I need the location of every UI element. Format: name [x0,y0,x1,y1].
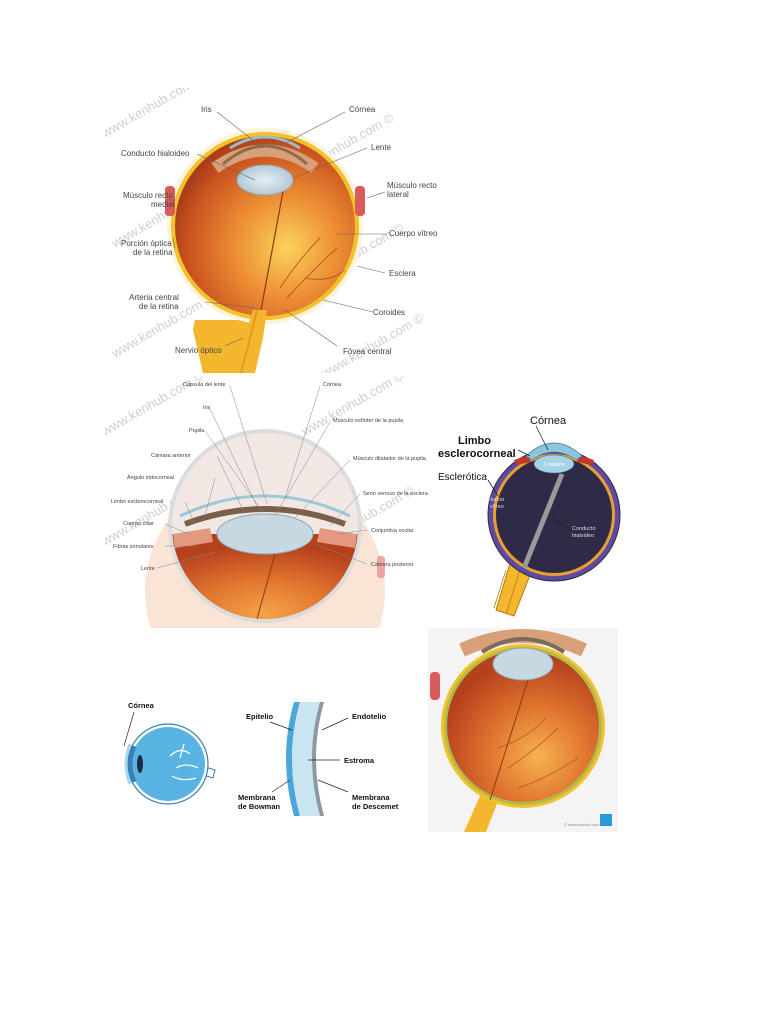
label-humor: Humor [488,497,505,503]
leader-lines [167,111,387,347]
cornea-arc [286,702,324,816]
label-iris: Iris [201,105,212,114]
label-coroides: Coroides [373,308,405,317]
label-estroma: Estroma [344,756,375,765]
label-musculo-recto-medial: Músculo recto [123,191,173,200]
label-esclera: Esclera [389,269,416,278]
label-musculo-recto-lateral: Músculo recto [387,181,437,190]
label-musculo-recto-medial-2: medial [151,200,175,209]
label-lente: Lente [141,566,155,572]
label-conjuntiva-ocular: Conjuntiva ocular [371,528,414,534]
eyeball [165,128,365,373]
label-angulo-iridocorneal: Ángulo iridocorneal [127,474,174,481]
label-porcion-optica: Porción óptica [121,239,172,248]
label-conducto-hialoideo: Conducto hialoideo [121,149,190,158]
leader-lines [487,425,573,531]
label-cornea: Córnea [323,382,342,388]
labels: Iris Córnea Conducto hialoideo Lente Mús… [121,105,438,356]
svg-text:www.kenhub.com ©: www.kenhub.com © [105,88,207,141]
label-seno-venoso: Seno venoso de la esclera [363,491,429,497]
labels: Cápsula del lente Iris Pupila Cámara ant… [111,382,429,572]
cornea-location-diagram: Córnea [110,696,230,816]
label-camara-posterior: Cámara posterior [371,562,414,568]
label-esclerocorneal: esclerocorneal [438,448,516,460]
label-musculo-recto-lateral-2: lateral [387,190,409,199]
cornea-layers-diagram: Epitelio Endotelio Estroma Membrana de B… [230,698,410,818]
eyeball [430,629,605,832]
label-epitelio: Epitelio [246,712,274,721]
kenhub-logo-icon [600,814,612,826]
label-cornea: Córnea [128,701,155,710]
label-arteria-central: Arteria central [129,293,179,302]
svg-text:www.kenhub.com ©: www.kenhub.com © [318,310,426,373]
label-capsula-lente: Cápsula del lente [183,382,226,388]
eye-cross-section-diagram: www.kenhub.com © www.kenhub.com © www.ke… [105,88,450,373]
credit-text: © www.kenhub.com [564,822,600,827]
label-cristalino: Cristalino [544,462,565,468]
label-pupila: Pupila [189,428,205,434]
label-vitreo: vítreo [490,504,504,510]
label-conducto: Conducto [572,526,596,532]
label-musculo-dilatador: Músculo dilatador de la pupila [353,456,427,462]
label-membrana-bowman: Membrana [238,793,276,802]
label-membrana-descemet: Membrana [352,793,390,802]
label-fovea-central: Fóvea central [343,347,392,356]
unlabeled-eye-diagram: © www.kenhub.com [428,628,618,832]
label-limbo-esclerocorneal: Limbo esclerocorneal [111,499,163,505]
label-de-descemet: de Descemet [352,802,399,811]
label-endotelio: Endotelio [352,712,387,721]
leader-lines [156,385,368,569]
label-hialoideo: hialoideo [572,533,594,539]
label-lente: Lente [371,143,392,152]
label-nervio-optico: Nervio óptico [175,346,222,355]
schematic-eyeball [487,442,621,617]
label-cornea: Córnea [349,105,376,114]
label-cornea: Córnea [530,415,567,427]
small-eyeball [124,723,216,805]
labels: Epitelio Endotelio Estroma Membrana de B… [238,712,399,811]
anterior-segment-magnified-diagram: www.kenhub.com © www.kenhub.com © www.ke… [105,376,445,628]
label-fibras-zonulares: Fibras zonulares [113,544,154,550]
label-camara-anterior: Cámara anterior [151,453,191,459]
label-cuerpo-vitreo: Cuerpo vítreo [389,229,438,238]
schematic-eye-diagram: Córnea Limbo esclerocorneal Esclerótica … [436,410,636,620]
label-iris: Iris [203,405,211,411]
label-cuerpo-ciliar: Cuerpo ciliar [123,521,154,527]
label-arteria-central-2: de la retina [139,302,179,311]
label-musculo-esfinter: Músculo esfínter de la pupila [333,418,404,424]
leader-lines [269,717,349,793]
labels: Córnea Limbo esclerocorneal Esclerótica … [438,415,596,539]
label-de-bowman: de Bowman [238,802,281,811]
label-esclerotica: Esclerótica [438,472,487,483]
label-limbo: Limbo [458,435,491,447]
label-porcion-optica-2: de la retina [133,248,173,257]
svg-text:www.kenhub.com ©: www.kenhub.com © [298,376,406,439]
